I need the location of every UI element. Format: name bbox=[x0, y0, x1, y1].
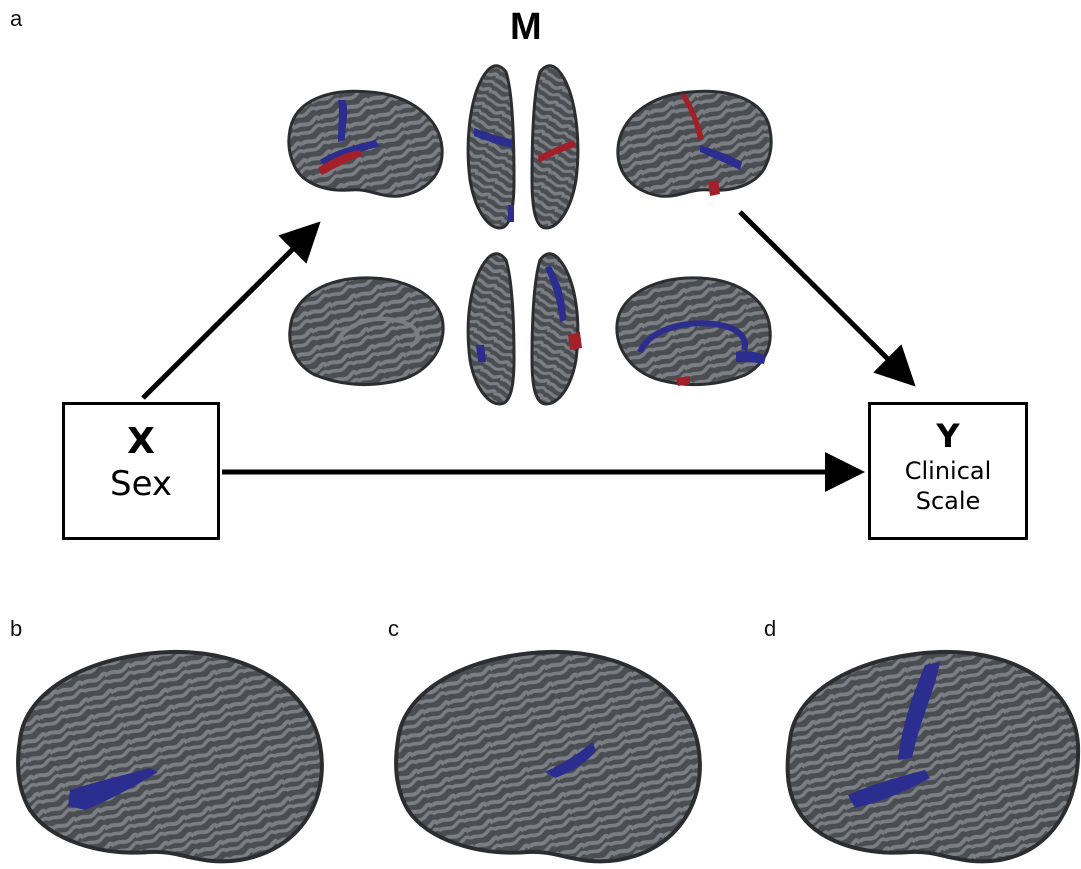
panel-label-c: c bbox=[388, 616, 399, 641]
brain-medial-right bbox=[615, 276, 772, 387]
x-name: Sex bbox=[109, 464, 173, 504]
brain-medial-left bbox=[288, 276, 445, 387]
brain-dorsal-top bbox=[466, 64, 580, 230]
brain-panel-d bbox=[785, 649, 1081, 864]
brain-panel-b bbox=[16, 649, 324, 864]
brain-lateral-left-top bbox=[287, 89, 444, 198]
brain-ventral bbox=[466, 252, 582, 406]
x-sex-box: X Sex bbox=[62, 402, 220, 540]
arrow-x-to-m bbox=[141, 221, 321, 400]
y-clinical-scale-box: Y Clinical Scale bbox=[868, 402, 1028, 540]
panel-label-b: b bbox=[10, 616, 23, 641]
panel-label-a: a bbox=[10, 6, 23, 31]
arrow-m-to-y bbox=[738, 210, 916, 387]
brain-panel-c bbox=[394, 649, 702, 864]
panel-label-d: d bbox=[764, 616, 777, 641]
y-letter: Y bbox=[936, 417, 960, 455]
brain-lateral-right-top bbox=[616, 89, 773, 198]
x-letter: X bbox=[127, 421, 155, 462]
y-line2: Scale bbox=[915, 487, 981, 515]
mediator-label: M bbox=[510, 6, 542, 48]
y-line1: Clinical bbox=[904, 457, 992, 485]
